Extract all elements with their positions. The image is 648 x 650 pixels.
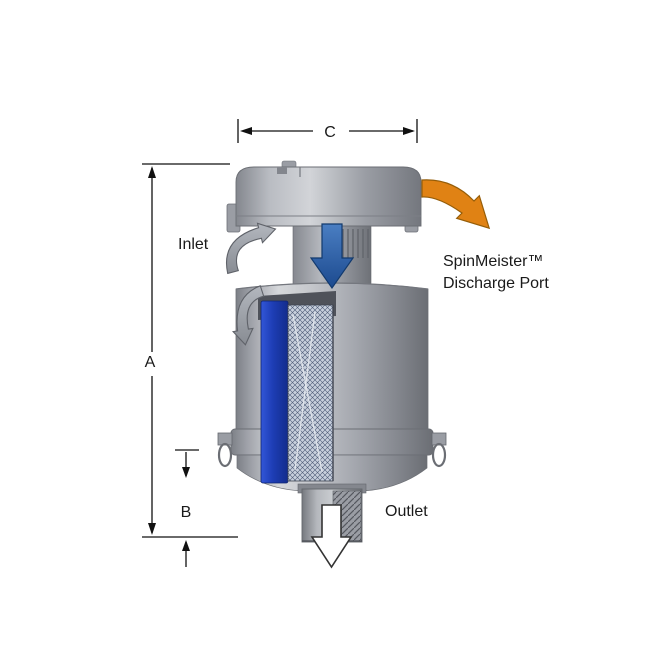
inlet-label: Inlet bbox=[178, 236, 209, 253]
dim-b-arrow-down bbox=[182, 467, 190, 478]
dim-b-arrow-up bbox=[182, 540, 190, 551]
outlet-arrow bbox=[310, 504, 353, 569]
dim-b-label: B bbox=[181, 504, 192, 521]
internal-swirl-arrow bbox=[231, 285, 265, 346]
dim-a-arrow-top bbox=[148, 166, 156, 178]
outlet-label: Outlet bbox=[385, 503, 428, 520]
filter-wire-1 bbox=[292, 314, 323, 473]
dim-c-arrow-left bbox=[240, 127, 252, 135]
cap-notch bbox=[277, 167, 287, 174]
discharge-label-line2: Discharge Port bbox=[443, 275, 549, 292]
dimension-arrowheads bbox=[148, 127, 415, 551]
downflow-arrow bbox=[309, 223, 355, 290]
discharge-label-line1: SpinMeister™ bbox=[443, 253, 543, 270]
dim-c-label: C bbox=[324, 124, 336, 141]
top-cap bbox=[235, 166, 422, 227]
dim-c-arrow-right bbox=[403, 127, 415, 135]
clamp-wire-right bbox=[431, 442, 447, 468]
filter-element-frame bbox=[260, 300, 289, 484]
dim-a-label: A bbox=[145, 354, 156, 371]
discharge-arrow bbox=[421, 179, 491, 230]
inlet-swirl-arrow bbox=[226, 222, 277, 275]
clamp-wire-left bbox=[217, 442, 233, 468]
filter-mesh bbox=[287, 304, 334, 482]
dim-a-arrow-bottom bbox=[148, 523, 156, 535]
filter-wire-2 bbox=[294, 311, 316, 471]
